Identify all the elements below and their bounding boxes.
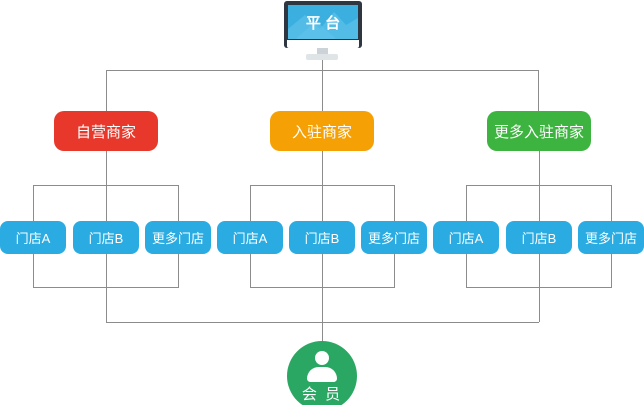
merchant-node-settled: 入驻商家 xyxy=(270,111,374,151)
store-node: 门店A xyxy=(433,221,499,254)
connector-drop-merchant-3 xyxy=(538,70,539,111)
connector-g1-stem xyxy=(106,151,107,185)
monitor-stand-neck xyxy=(317,48,328,55)
connector-drop-merchant-1 xyxy=(106,70,107,111)
store-node: 门店B xyxy=(73,221,139,254)
monitor-screen: 平 台 xyxy=(288,5,358,39)
platform-node: 平 台 xyxy=(284,1,362,48)
connector-drop-merchant-2 xyxy=(322,70,323,111)
platform-label: 平 台 xyxy=(305,14,341,32)
store-node: 门店B xyxy=(506,221,572,254)
store-node: 更多门店 xyxy=(145,221,211,254)
connector-platform-stem xyxy=(322,59,323,70)
person-icon xyxy=(315,351,329,365)
merchant-node-more-settled: 更多入驻商家 xyxy=(487,111,591,151)
store-node: 更多门店 xyxy=(361,221,427,254)
connector-g1-down xyxy=(106,287,107,322)
connector-member-stem xyxy=(322,322,323,342)
connector-g3-stem xyxy=(539,151,540,185)
store-node: 门店A xyxy=(217,221,283,254)
monitor-chin xyxy=(287,40,359,48)
store-node: 门店B xyxy=(289,221,355,254)
merchant-node-self-operated: 自营商家 xyxy=(54,111,158,151)
store-node: 更多门店 xyxy=(578,221,644,254)
connector-g3-down xyxy=(539,287,540,322)
monitor-stand-base xyxy=(306,54,338,60)
member-node: 会 员 xyxy=(287,341,357,405)
store-node: 门店A xyxy=(0,221,66,254)
connector-g2-stem xyxy=(322,151,323,185)
connector-g2-down xyxy=(322,287,323,322)
mountain-pattern-icon xyxy=(288,12,358,39)
member-label: 会 员 xyxy=(301,386,343,403)
person-body-icon xyxy=(307,367,337,382)
